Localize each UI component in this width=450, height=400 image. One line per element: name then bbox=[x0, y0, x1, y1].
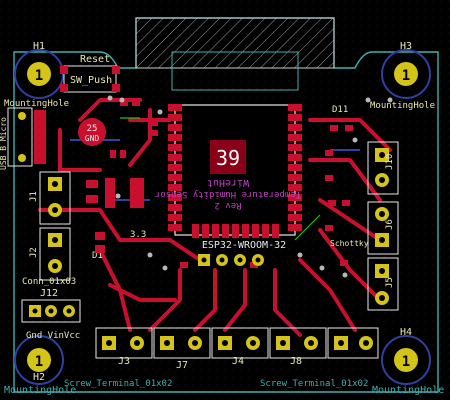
connector-j4: J4 bbox=[211, 327, 269, 367]
schottky-label: Schottky bbox=[330, 239, 369, 248]
module-ref: ESP32-WROOM-32 bbox=[202, 240, 286, 251]
usb-connector: MountingHole USB_B_Micro bbox=[0, 99, 69, 170]
conn-label: Conn_01x03 bbox=[22, 277, 76, 287]
module-rev: Rev 2 bbox=[214, 200, 241, 210]
j12-label: J12 bbox=[40, 288, 58, 299]
reset-switch: Reset SW_Push bbox=[60, 54, 120, 93]
module-badge: 39 bbox=[216, 146, 240, 170]
connector-j6: J6 bbox=[367, 201, 399, 255]
svg-text:J8: J8 bbox=[290, 356, 302, 367]
svg-text:H3: H3 bbox=[400, 41, 412, 52]
svg-text:MountingHole: MountingHole bbox=[372, 385, 444, 396]
svg-text:1: 1 bbox=[35, 354, 43, 370]
svg-text:SW_Push: SW_Push bbox=[70, 75, 112, 86]
d1-label: D1 bbox=[92, 251, 103, 261]
svg-text:1: 1 bbox=[402, 68, 410, 84]
connector-j5: J5 bbox=[367, 257, 399, 311]
green-traces bbox=[120, 117, 321, 241]
svg-text:Reset: Reset bbox=[80, 54, 110, 65]
v33-label: 3.3 bbox=[130, 230, 146, 240]
svg-text:MountingHole: MountingHole bbox=[4, 99, 69, 109]
screw-terminal-label-2: Screw_Terminal_01x02 bbox=[260, 379, 368, 389]
module-subtitle: Temperature Humidity Sensor bbox=[154, 189, 301, 199]
connector-j3: J3 bbox=[95, 327, 153, 367]
svg-text:J5: J5 bbox=[385, 277, 395, 288]
svg-text:J2: J2 bbox=[29, 247, 39, 258]
svg-text:H4: H4 bbox=[400, 327, 412, 338]
connector-j10: J10 bbox=[367, 141, 399, 195]
connector-j1: J1 bbox=[29, 171, 71, 225]
d11-label: D11 bbox=[332, 105, 348, 115]
connector-j2: J2 bbox=[29, 227, 71, 281]
gnd-pad: 25 GND bbox=[78, 118, 106, 146]
svg-text:Gnd VinVcc: Gnd VinVcc bbox=[26, 331, 80, 341]
antenna-keepout bbox=[135, 17, 335, 69]
vias bbox=[107, 95, 393, 278]
connector-j8: J8 bbox=[269, 327, 327, 367]
module-silk: WireHut bbox=[207, 177, 249, 188]
connector-j9 bbox=[327, 327, 379, 359]
svg-text:1: 1 bbox=[35, 68, 43, 84]
svg-text:J6: J6 bbox=[385, 219, 395, 230]
svg-text:25: 25 bbox=[87, 124, 98, 134]
copper-traces bbox=[38, 98, 392, 337]
connector-j12: Gnd VinVcc bbox=[21, 299, 81, 341]
svg-text:USB_B_Micro: USB_B_Micro bbox=[0, 117, 8, 170]
svg-text:GND: GND bbox=[85, 134, 100, 143]
svg-text:J4: J4 bbox=[232, 356, 244, 367]
esp32-module: 39 WireHut Temperature Humidity Sensor R… bbox=[154, 104, 302, 251]
screw-terminal-label: Screw_Terminal_01x02 bbox=[64, 379, 172, 389]
svg-text:J7: J7 bbox=[176, 360, 188, 371]
mounting-hole-h2: 1 H2 MountingHole bbox=[4, 335, 76, 396]
mounting-hole-h4: 1 H4 MountingHole bbox=[372, 327, 444, 396]
svg-text:J10: J10 bbox=[385, 154, 395, 170]
svg-text:J1: J1 bbox=[29, 191, 39, 202]
mounting-hole-right-label: MountingHole bbox=[370, 101, 435, 111]
sensor-header bbox=[198, 254, 264, 266]
svg-text:H1: H1 bbox=[33, 41, 45, 52]
svg-text:1: 1 bbox=[402, 354, 410, 370]
mounting-hole-h3: 1 H3 bbox=[381, 41, 431, 99]
svg-text:MountingHole: MountingHole bbox=[4, 385, 76, 396]
antenna-outline bbox=[171, 51, 299, 91]
smd-pads bbox=[86, 100, 353, 268]
svg-text:H2: H2 bbox=[33, 372, 45, 383]
svg-text:J3: J3 bbox=[118, 356, 130, 367]
connector-j7: J7 bbox=[153, 327, 211, 371]
